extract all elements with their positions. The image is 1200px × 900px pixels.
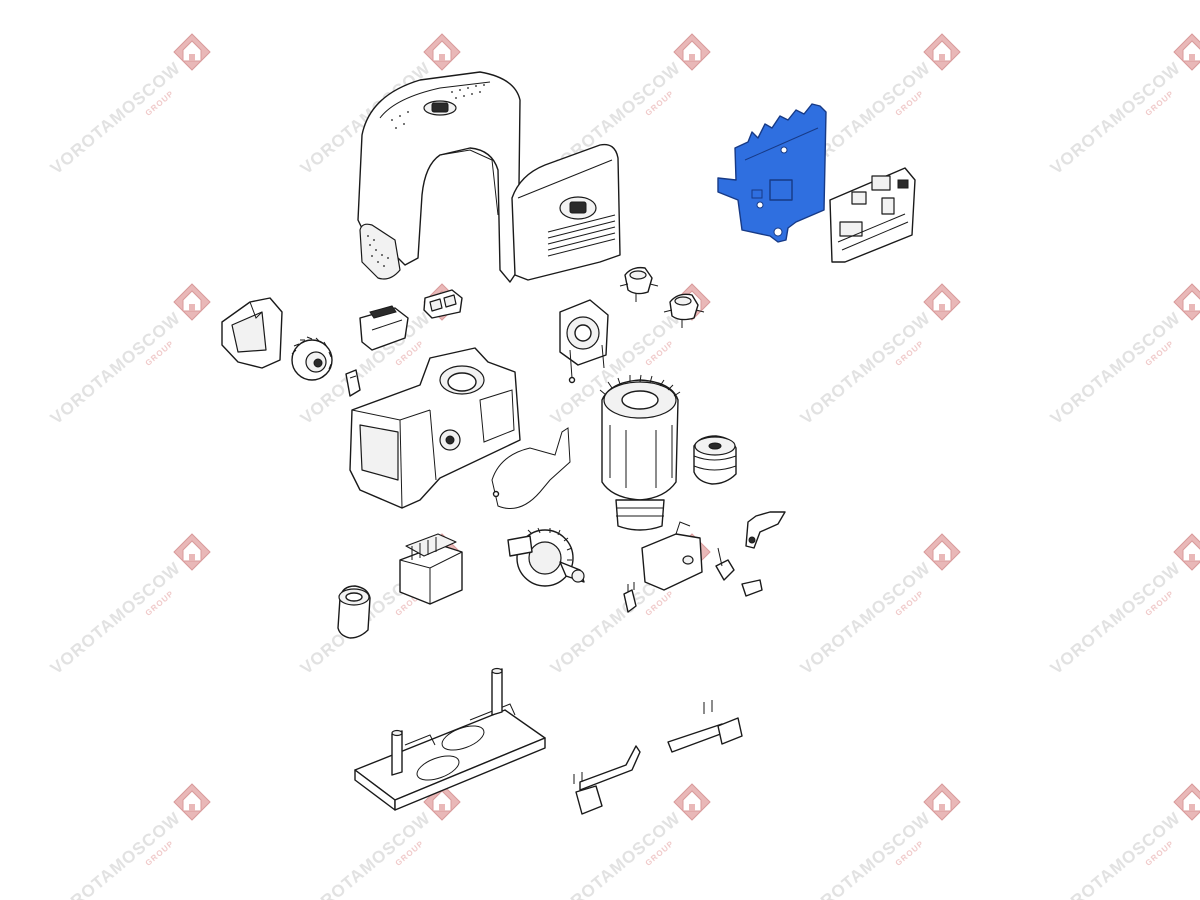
watermark-brand: VOROTAMOSCOW — [47, 308, 185, 428]
foundation-plate — [354, 667, 546, 811]
cooling-fan — [559, 299, 609, 384]
fuse-holder — [423, 289, 463, 319]
release-lever[interactable] — [745, 511, 786, 549]
capacitor-2 — [663, 293, 705, 328]
front-cover — [511, 143, 621, 281]
control-board — [829, 167, 916, 263]
motor-stator — [599, 374, 681, 531]
watermark-brand: VOROTAMOSCOW — [47, 558, 185, 678]
capacitor-1 — [619, 266, 659, 302]
watermark-brand: VOROTAMOSCOW — [1047, 58, 1185, 178]
lock-cylinder — [715, 547, 763, 597]
limit-bracket-left — [573, 745, 641, 815]
control-board-mounting-bracket[interactable] — [717, 103, 827, 243]
gearbox-housing — [349, 347, 521, 509]
upper-cover — [357, 71, 521, 283]
drive-gear — [291, 336, 333, 381]
small-key — [623, 582, 637, 613]
end-cap — [221, 297, 283, 369]
output-gear-shaft — [507, 527, 585, 587]
watermark-brand: VOROTAMOSCOW — [797, 558, 935, 678]
watermark-brand: VOROTAMOSCOW — [1047, 558, 1185, 678]
watermark-brand: VOROTAMOSCOW — [47, 58, 185, 178]
release-cover — [641, 521, 703, 591]
motor-gasket — [491, 427, 571, 509]
bushing — [337, 585, 371, 639]
transformer — [399, 533, 463, 605]
limit-bracket-right — [667, 700, 743, 753]
watermark-brand: VOROTAMOSCOW — [797, 308, 935, 428]
watermark-brand: VOROTAMOSCOW — [1047, 308, 1185, 428]
worm-pulley — [693, 435, 737, 485]
small-clip — [345, 369, 361, 397]
limit-switch — [359, 305, 409, 351]
